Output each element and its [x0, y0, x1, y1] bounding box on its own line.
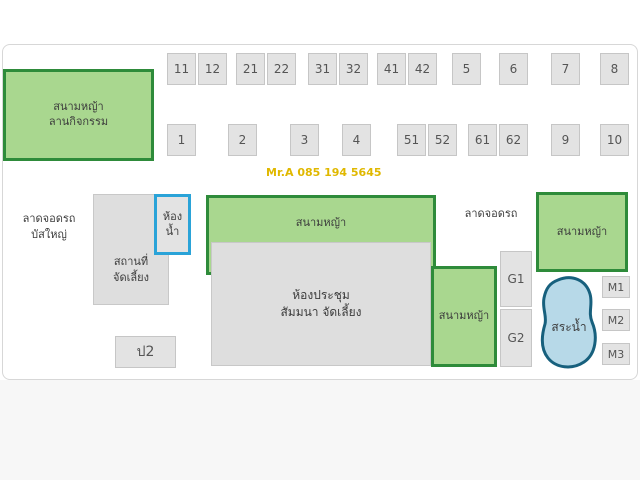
- activity-lawn-label: สนามหญ้า ลานกิจกรรม: [48, 100, 109, 128]
- contact-text: Mr.A 085 194 5645: [266, 166, 382, 179]
- pool-label: สระน้ำ: [551, 320, 587, 334]
- lot-m1[interactable]: M1: [602, 276, 630, 298]
- bottom-band: [0, 380, 640, 480]
- pool-shape: [540, 276, 597, 369]
- lot-52[interactable]: 52: [428, 124, 457, 156]
- lot-4[interactable]: 4: [342, 124, 371, 156]
- lot-m2[interactable]: M2: [602, 309, 630, 331]
- lot-62[interactable]: 62: [499, 124, 528, 156]
- meeting-hall-label: ห้องประชุม สัมมนา จัดเลี้ยง: [280, 287, 362, 319]
- lot-32[interactable]: 32: [339, 53, 368, 85]
- lot-11[interactable]: 11: [167, 53, 196, 85]
- right-lawn[interactable]: สนามหญ้า: [536, 192, 628, 272]
- lot-12[interactable]: 12: [198, 53, 227, 85]
- pool[interactable]: [538, 274, 600, 372]
- central-lawn-label: สนามหญ้า: [295, 216, 347, 229]
- lot-41[interactable]: 41: [377, 53, 406, 85]
- site-map: 11 12 21 22 31 32 41 42 5 6 7 8 1 2 3 4 …: [2, 44, 638, 380]
- lot-3[interactable]: 3: [290, 124, 319, 156]
- lot-m3[interactable]: M3: [602, 343, 630, 365]
- lot-8[interactable]: 8: [600, 53, 629, 85]
- top-band: [0, 0, 640, 40]
- lot-2[interactable]: 2: [228, 124, 257, 156]
- activity-lawn[interactable]: สนามหญ้า ลานกิจกรรม: [3, 69, 154, 161]
- lot-g2[interactable]: G2: [500, 309, 532, 367]
- bus-parking-label: ลาดจอดรถ บัสใหญ่: [22, 212, 76, 241]
- meeting-hall[interactable]: ห้องประชุม สัมมนา จัดเลี้ยง: [211, 242, 431, 366]
- lot-21[interactable]: 21: [236, 53, 265, 85]
- lot-p2[interactable]: ป2: [115, 336, 176, 368]
- lot-31[interactable]: 31: [308, 53, 337, 85]
- parking-label: ลาดจอดรถ: [464, 207, 518, 220]
- right-lawn-label: สนามหญ้า: [556, 224, 608, 238]
- lower-lawn[interactable]: สนามหญ้า: [431, 266, 497, 367]
- lot-1[interactable]: 1: [167, 124, 196, 156]
- lot-22[interactable]: 22: [267, 53, 296, 85]
- lower-lawn-label: สนามหญ้า: [438, 309, 490, 323]
- lot-6[interactable]: 6: [499, 53, 528, 85]
- lot-61[interactable]: 61: [468, 124, 497, 156]
- toilet-room[interactable]: ห้อง น้ำ: [154, 194, 191, 255]
- lot-7[interactable]: 7: [551, 53, 580, 85]
- toilet-label: ห้อง น้ำ: [162, 210, 183, 238]
- lot-51[interactable]: 51: [397, 124, 426, 156]
- lot-9[interactable]: 9: [551, 124, 580, 156]
- lot-g1[interactable]: G1: [500, 251, 532, 307]
- lot-42[interactable]: 42: [408, 53, 437, 85]
- lot-10[interactable]: 10: [600, 124, 629, 156]
- party-venue-label: สถานที่ จัดเลี้ยง: [113, 254, 149, 284]
- lot-5[interactable]: 5: [452, 53, 481, 85]
